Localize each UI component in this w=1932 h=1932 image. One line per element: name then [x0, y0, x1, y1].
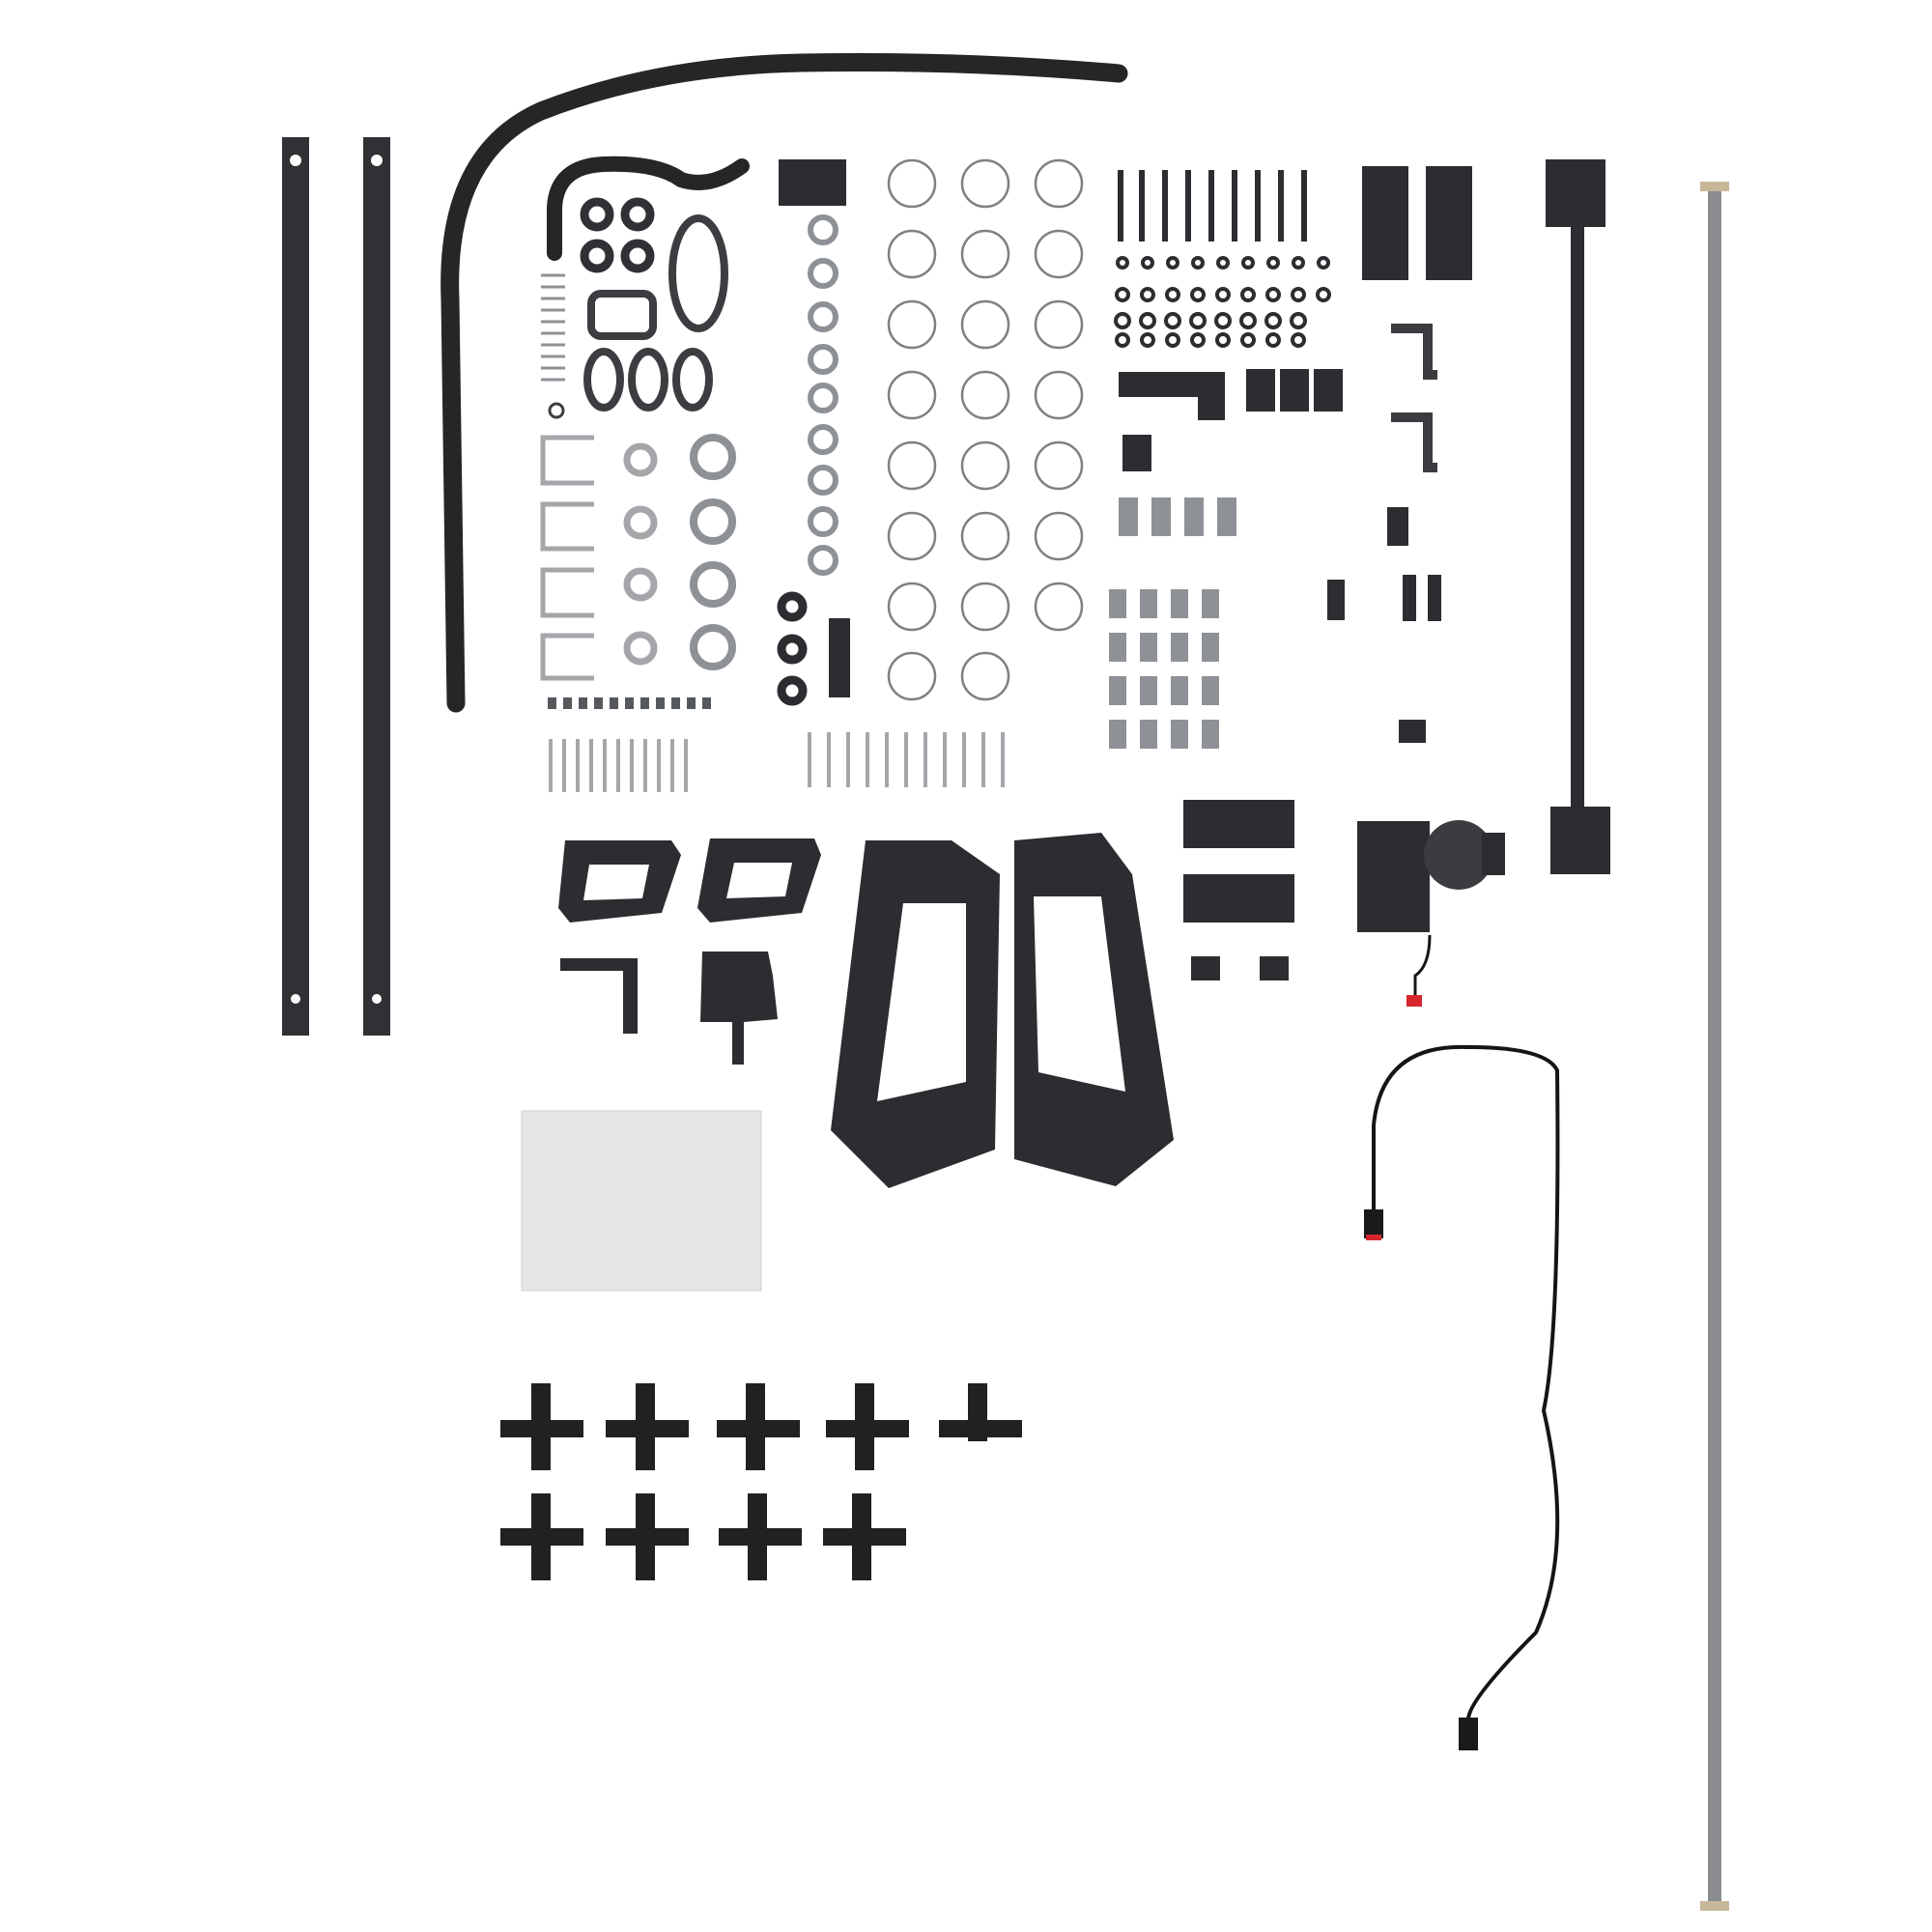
screw-rows [548, 697, 711, 709]
switch-housings [1183, 800, 1294, 980]
spool-fitting [779, 159, 846, 206]
pump-assembly [1357, 820, 1505, 1007]
machine-bolts-long [808, 732, 1005, 787]
steel-rod [1700, 182, 1729, 1911]
nuts-washers-grid [1114, 256, 1331, 348]
t-bracket-long [1546, 159, 1610, 874]
sleeve-fittings [1109, 497, 1236, 749]
link-brackets [1391, 324, 1437, 472]
flat-bar-left [282, 137, 309, 1036]
harness-connectors [1364, 1209, 1478, 1750]
small-screws-column [541, 273, 565, 382]
t-clips [500, 1383, 1022, 1580]
gasket-plate-holes [583, 863, 792, 900]
black-grommets [777, 591, 808, 706]
machine-bolts-short [549, 739, 688, 792]
curved-hose [440, 52, 1128, 713]
washers-large [623, 442, 658, 666]
short-hose [547, 156, 750, 261]
zip-loops [887, 158, 1084, 701]
bolts-long [1118, 170, 1307, 242]
handle-grip [829, 618, 850, 697]
panel-cutouts [877, 896, 1125, 1101]
rubber-gaskets-oval [583, 214, 728, 412]
u-bolts [540, 435, 594, 681]
flat-bar-right [363, 137, 390, 1036]
long-flat-bars [282, 137, 390, 1036]
large-side-panels [831, 833, 1174, 1188]
pin-ring [548, 402, 565, 419]
wiring-harness [1372, 1044, 1560, 1720]
elbow-fittings [1119, 369, 1343, 471]
angle-brackets [560, 952, 778, 1065]
rubber-grommets-small [580, 197, 655, 273]
hose-clamps-large [690, 434, 736, 670]
foam-pad [521, 1110, 762, 1292]
mounting-plates-small [1362, 166, 1472, 280]
hose-clamps-small [808, 214, 838, 576]
misc-fittings-right [1327, 507, 1441, 743]
